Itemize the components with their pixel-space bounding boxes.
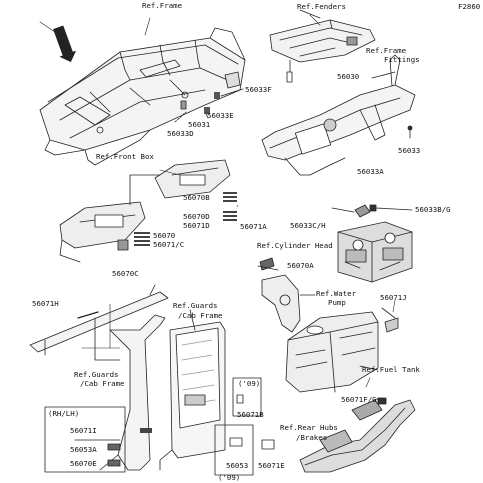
- box-09-lower: [214, 424, 254, 476]
- ref-rear-hubs-label-1: Ref.Rear Hubs: [280, 423, 338, 432]
- part-56070C: 56070C: [112, 269, 139, 278]
- front-box-illustration: [59, 159, 239, 263]
- cab-door-illustration: [159, 309, 226, 471]
- rear-hub-illustration: [299, 397, 416, 473]
- part-56033A: 56033A: [357, 167, 384, 176]
- part-56033D: 56033D: [167, 129, 194, 138]
- ref-rear-hubs-label-2: /Brakes: [296, 433, 328, 442]
- ref-guards-cab-lower-label-1: Ref.Guards: [74, 370, 119, 379]
- ref-frame-fittings-label-1: Ref.Frame: [366, 46, 407, 55]
- part-56031: 56031: [188, 120, 211, 129]
- ref-guards-cab-label-2: /Cab Frame: [178, 311, 223, 320]
- part-56053A: 56053A: [70, 445, 97, 454]
- ref-guards-cab-lower-label-2: /Cab Frame: [80, 379, 125, 388]
- part-56070B: 56070B: [183, 193, 210, 202]
- part-56053: 56053: [226, 461, 249, 470]
- part-56071H: 56071H: [32, 299, 59, 308]
- ref-water-pump-label-2: Pump: [328, 298, 346, 307]
- ref-cylinder-head-label: Ref.Cylinder Head: [257, 241, 333, 250]
- part-56070: 56070: [153, 231, 176, 240]
- box-09-upper: [232, 377, 262, 417]
- fender-illustration: [269, 9, 376, 83]
- part-56033: 56033: [398, 146, 421, 155]
- rh-lh-label: (RH/LH): [48, 409, 80, 418]
- ref-frame-label: Ref.Frame: [142, 1, 183, 10]
- part-56030: 56030: [337, 72, 360, 81]
- fuel-tank-illustration: [285, 307, 399, 393]
- part-56071I: 56071I: [70, 426, 97, 435]
- ref-fuel-tank-label: Ref.Fuel Tank: [362, 365, 420, 374]
- guards-cab-frame-illustration: [29, 284, 169, 471]
- front-arrow-icon: [53, 25, 76, 62]
- part-56033BG: 56033B/G: [415, 205, 451, 214]
- part-56070A: 56070A: [287, 261, 314, 270]
- frame-fittings-illustration: [261, 54, 416, 176]
- frame-illustration: [39, 27, 246, 166]
- part-56033CH: 56033C/H: [290, 221, 326, 230]
- ref-frame-fittings-label-2: Fittings: [384, 55, 420, 64]
- cylinder-head-illustration: [331, 204, 413, 283]
- ref-guards-cab-label-1: Ref.Guards: [173, 301, 218, 310]
- figure-code: F2860: [458, 2, 481, 11]
- ref-fenders-label: Ref.Fenders: [297, 2, 346, 11]
- part-56033F: 56033F: [245, 85, 272, 94]
- label-pad-09a: [236, 394, 244, 404]
- part-56071FG: 56071F/G: [341, 395, 377, 404]
- part-56071D: 56071D: [183, 221, 210, 230]
- water-pump-illustration: [257, 257, 316, 333]
- part-56071E: 56071E: [258, 461, 285, 470]
- ref-water-pump-label-1: Ref.Water: [316, 289, 357, 298]
- year-09-lower: ('09): [218, 473, 241, 482]
- leader-lines: [39, 14, 396, 388]
- part-56071B: 56071B: [237, 410, 264, 419]
- part-56070E: 56070E: [70, 459, 97, 468]
- part-56071C: 56071/C: [153, 240, 185, 249]
- ref-front-box-label: Ref.Front Box: [96, 152, 154, 161]
- part-56070D: 56070D: [183, 212, 210, 221]
- year-09-upper: ('09): [238, 379, 261, 388]
- part-56071J: 56071J: [380, 293, 407, 302]
- part-56033E: 56033E: [207, 111, 234, 120]
- part-56071A: 56071A: [240, 222, 267, 231]
- box-rh-lh: [44, 406, 126, 473]
